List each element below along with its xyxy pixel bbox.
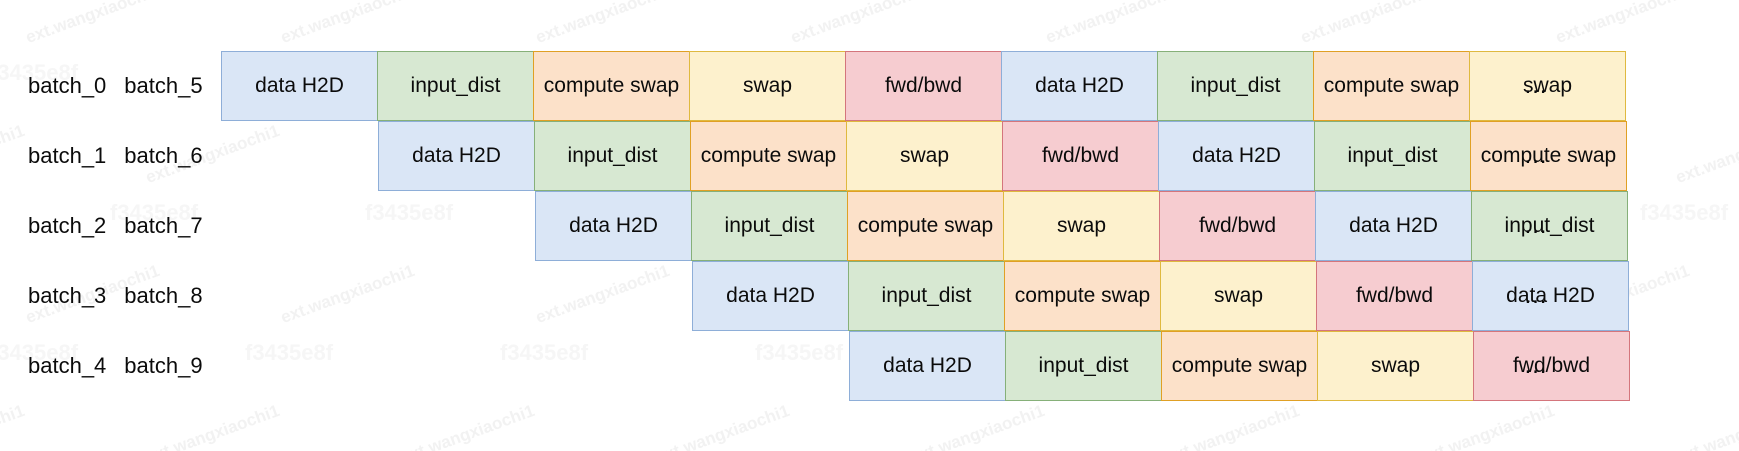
row-label-secondary: batch_6 [124,143,203,168]
stage-cell-data-h2d[interactable]: data H2D [1001,51,1158,121]
row-label-secondary: batch_5 [124,73,203,98]
row-label-batch-4: batch_4 batch_9 [28,331,203,401]
row-label-primary: batch_4 [28,353,107,378]
row-label-primary: batch_3 [28,283,107,308]
stage-cell-data-h2d[interactable]: data H2D [1472,261,1629,331]
stage-cell-input-dist[interactable]: input_dist [848,261,1005,331]
stage-cell-input-dist[interactable]: input_dist [1157,51,1314,121]
stage-cell-fwd-bwd[interactable]: fwd/bwd [1159,191,1316,261]
continuation-ellipsis: … [1523,72,1549,99]
stage-cell-fwd-bwd[interactable]: fwd/bwd [845,51,1002,121]
stage-cell-compute-swap[interactable]: compute swap [1313,51,1470,121]
stage-cell-input-dist[interactable]: input_dist [1314,121,1471,191]
stage-cell-compute-swap[interactable]: compute swap [533,51,690,121]
stage-cell-data-h2d[interactable]: data H2D [221,51,378,121]
continuation-ellipsis: … [1523,352,1549,379]
stage-cell-input-dist[interactable]: input_dist [377,51,534,121]
stage-cell-data-h2d[interactable]: data H2D [1158,121,1315,191]
stage-cell-data-h2d[interactable]: data H2D [849,331,1006,401]
row-label-primary: batch_0 [28,73,107,98]
stage-cell-fwd-bwd[interactable]: fwd/bwd [1473,331,1630,401]
stage-cell-compute-swap[interactable]: compute swap [1161,331,1318,401]
stage-cell-data-h2d[interactable]: data H2D [692,261,849,331]
row-label-secondary: batch_7 [124,213,203,238]
stage-cell-input-dist[interactable]: input_dist [534,121,691,191]
row-label-batch-2: batch_2 batch_7 [28,191,203,261]
stage-cell-swap[interactable]: swap [1317,331,1474,401]
continuation-ellipsis: … [1523,212,1549,239]
stage-cell-input-dist[interactable]: input_dist [1005,331,1162,401]
row-label-primary: batch_2 [28,213,107,238]
stage-cell-compute-swap[interactable]: compute swap [1004,261,1161,331]
row-label-primary: batch_1 [28,143,107,168]
stage-cell-compute-swap[interactable]: compute swap [847,191,1004,261]
row-label-secondary: batch_9 [124,353,203,378]
stage-cell-fwd-bwd[interactable]: fwd/bwd [1316,261,1473,331]
stage-cell-compute-swap[interactable]: compute swap [690,121,847,191]
stage-cell-fwd-bwd[interactable]: fwd/bwd [1002,121,1159,191]
stage-cell-swap[interactable]: swap [846,121,1003,191]
stage-cell-compute-swap[interactable]: compute swap [1470,121,1627,191]
stage-cell-swap[interactable]: swap [1469,51,1626,121]
stage-cell-swap[interactable]: swap [689,51,846,121]
row-label-secondary: batch_8 [124,283,203,308]
row-label-batch-1: batch_1 batch_6 [28,121,203,191]
stage-cell-swap[interactable]: swap [1003,191,1160,261]
stage-cell-data-h2d[interactable]: data H2D [378,121,535,191]
continuation-ellipsis: … [1523,142,1549,169]
stage-cell-input-dist[interactable]: input_dist [1471,191,1628,261]
row-label-batch-0: batch_0 batch_5 [28,51,203,121]
stage-cell-data-h2d[interactable]: data H2D [1315,191,1472,261]
stage-cell-swap[interactable]: swap [1160,261,1317,331]
row-label-batch-3: batch_3 batch_8 [28,261,203,331]
stage-cell-input-dist[interactable]: input_dist [691,191,848,261]
stage-cell-data-h2d[interactable]: data H2D [535,191,692,261]
continuation-ellipsis: … [1523,282,1549,309]
